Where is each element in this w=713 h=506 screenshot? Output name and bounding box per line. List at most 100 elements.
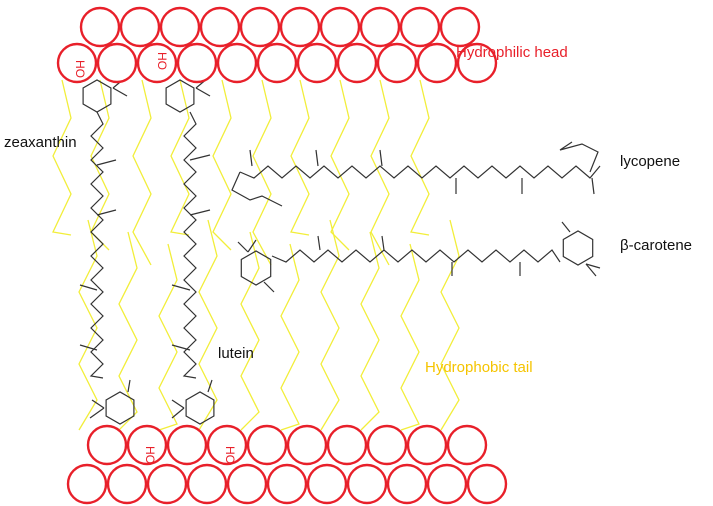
- hydroxyl-groups: HO HO HO HO: [73, 52, 237, 464]
- lipid-head: [286, 424, 328, 466]
- lipid-head: [79, 6, 121, 48]
- lycopene-left-end: [231, 171, 283, 207]
- zeaxanthin-bottom-ring: [105, 391, 135, 425]
- lipid-tail: [360, 231, 380, 431]
- hydroxyl-label: HO: [155, 52, 169, 70]
- methyl-branch: [189, 154, 211, 161]
- methyl-branch: [591, 177, 595, 195]
- lipid-tail: [212, 79, 232, 251]
- lipid-head: [216, 42, 258, 84]
- lipid-tail: [370, 79, 390, 266]
- beta-carotene-label: β-carotene: [620, 237, 692, 254]
- lipid-head: [119, 6, 161, 48]
- methyl-branch: [195, 87, 211, 97]
- lycopene-label: lycopene: [620, 153, 680, 170]
- lutein-chain: [182, 111, 197, 379]
- lipid-head: [266, 463, 308, 505]
- methyl-branch: [112, 87, 128, 97]
- lipid-head: [186, 463, 228, 505]
- lipid-head: [96, 42, 138, 84]
- methyl-branch: [263, 281, 275, 293]
- lipid-head: [399, 6, 441, 48]
- lipid-head: [279, 6, 321, 48]
- lipid-head: [326, 424, 368, 466]
- lipid-head: [319, 6, 361, 48]
- lipid-head: [146, 463, 188, 505]
- methyl-branch: [91, 399, 105, 409]
- beta-carotene-chain: [271, 249, 561, 263]
- lipid-tail: [290, 79, 310, 236]
- lipid-head: [159, 6, 201, 48]
- methyl-branch: [171, 407, 185, 419]
- methyl-branch: [237, 241, 249, 253]
- hydrophilic-heads: [56, 6, 508, 505]
- hydroxyl-label: HO: [223, 446, 237, 464]
- lipid-head: [336, 42, 378, 84]
- lipid-head: [206, 424, 248, 466]
- hydroxyl-label: HO: [73, 60, 87, 78]
- lipid-head: [226, 463, 268, 505]
- lipid-head: [246, 424, 288, 466]
- methyl-branch: [127, 379, 131, 393]
- lipid-tail: [170, 79, 190, 236]
- methyl-branch: [315, 149, 319, 167]
- lycopene-right-end: [559, 141, 599, 173]
- lipid-head: [406, 424, 448, 466]
- lipid-tail: [240, 231, 260, 431]
- lipid-head: [166, 424, 208, 466]
- methyl-branch: [171, 399, 185, 409]
- methyl-branch: [317, 235, 321, 251]
- lipid-tail: [52, 79, 72, 236]
- methyl-branch: [379, 149, 383, 167]
- lipid-tail: [118, 231, 138, 431]
- lipid-head: [446, 424, 488, 466]
- lipid-head: [439, 6, 481, 48]
- lipid-head: [56, 42, 98, 84]
- lipid-tail: [400, 243, 420, 431]
- lipid-tail: [280, 243, 300, 431]
- methyl-branch: [79, 344, 98, 351]
- lipid-head: [66, 463, 108, 505]
- methyl-branch: [561, 221, 571, 233]
- lipid-head: [126, 424, 168, 466]
- lipid-head: [456, 42, 498, 84]
- lipid-head: [426, 463, 468, 505]
- lipid-tail: [252, 79, 272, 266]
- methyl-branch: [381, 235, 385, 251]
- lipid-head: [416, 42, 458, 84]
- hydrophobic-tails: [52, 79, 460, 431]
- lipid-tail: [90, 79, 110, 251]
- hydrophobic-tail-label: Hydrophobic tail: [425, 359, 533, 376]
- lipid-head: [136, 42, 178, 84]
- lipid-tail: [330, 79, 350, 251]
- hydroxyl-label: HO: [143, 446, 157, 464]
- methyl-branch: [79, 284, 98, 291]
- lipid-tail: [410, 79, 430, 236]
- lipid-head: [296, 42, 338, 84]
- zeaxanthin-label: zeaxanthin: [4, 134, 77, 151]
- lipid-head: [239, 6, 281, 48]
- lipid-head: [256, 42, 298, 84]
- beta-carotene-left-ring: [240, 250, 272, 286]
- methyl-branch: [171, 344, 191, 351]
- beta-carotene-right-ring: [562, 230, 594, 266]
- lipid-head: [376, 42, 418, 84]
- lipid-tail: [440, 219, 460, 431]
- methyl-branch: [207, 379, 213, 393]
- methyl-branch: [189, 209, 211, 216]
- lipid-tail: [78, 219, 98, 431]
- lipid-tail: [132, 79, 152, 266]
- lipid-head: [466, 463, 508, 505]
- lutein-top-ring: [165, 79, 195, 113]
- lipid-tail: [320, 219, 340, 431]
- diagram-labels: Hydrophilic head Hydrophobic tail zeaxan…: [4, 44, 692, 376]
- lipid-head: [366, 424, 408, 466]
- methyl-branch: [249, 149, 253, 167]
- lipid-head: [106, 463, 148, 505]
- methyl-branch: [585, 263, 597, 277]
- lipid-tail: [158, 243, 178, 431]
- hydrophilic-head-label: Hydrophilic head: [456, 44, 568, 61]
- methyl-branch: [89, 407, 105, 419]
